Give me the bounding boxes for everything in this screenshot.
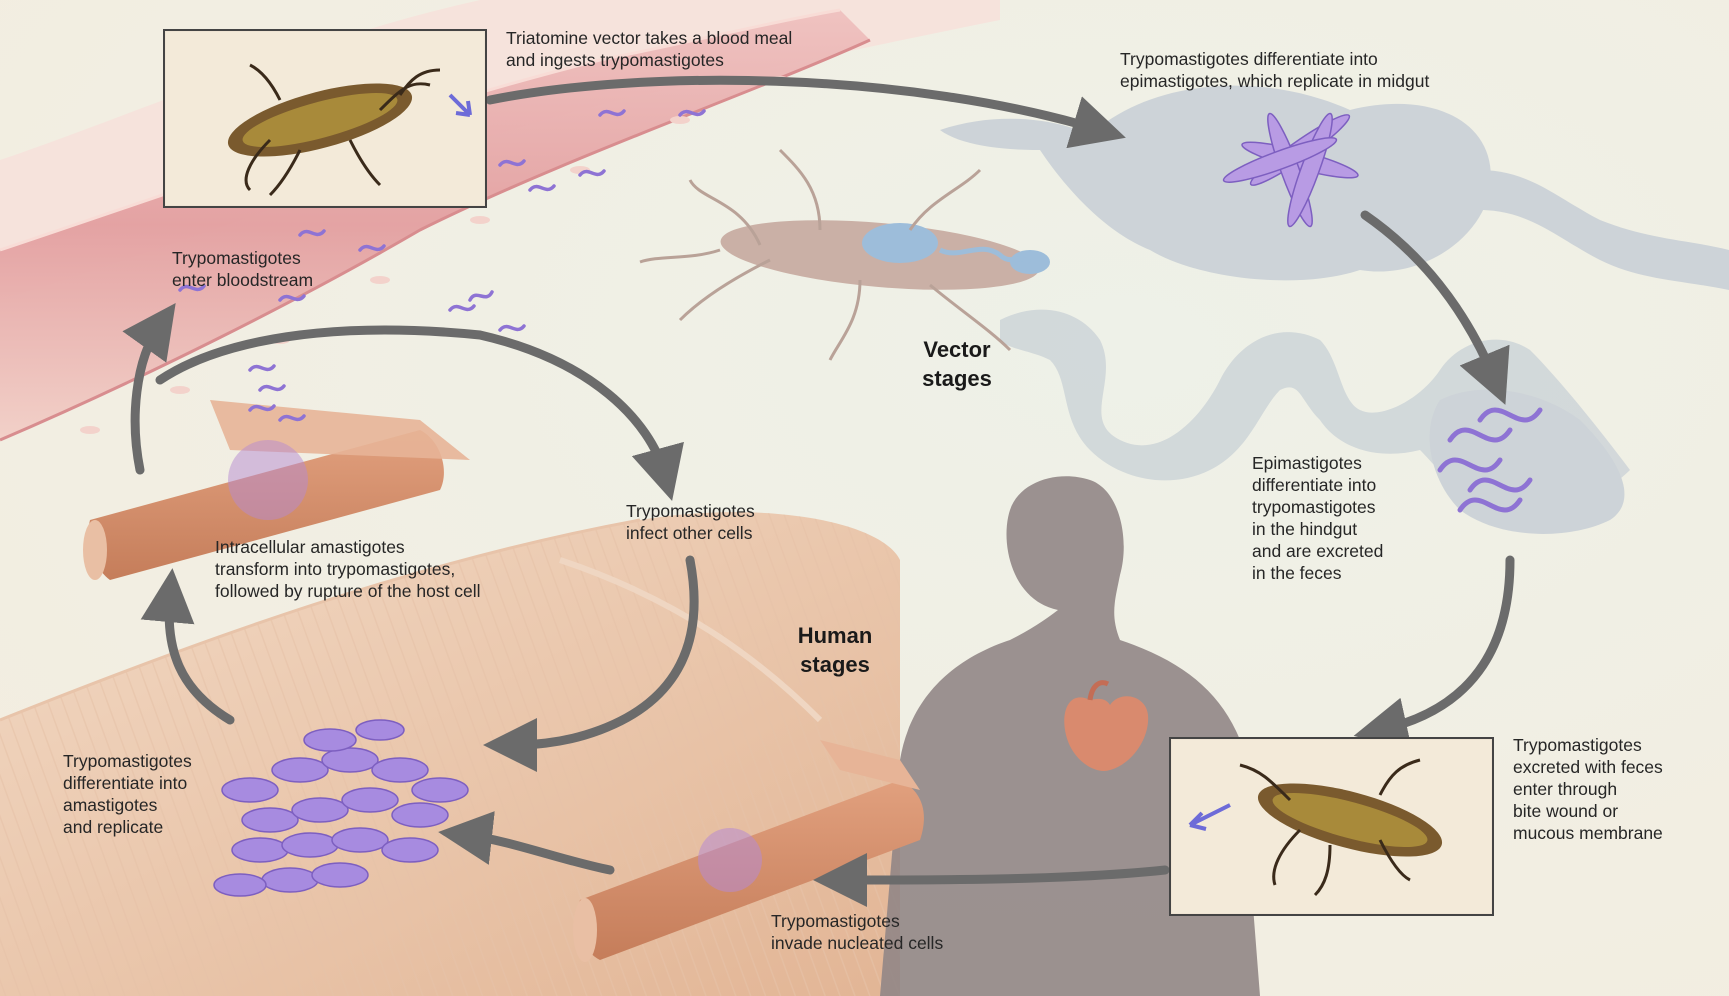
inset-photo-bite xyxy=(164,30,486,207)
label-line: epimastigotes, which replicate in midgut xyxy=(1120,70,1429,92)
step-label-bloodstream: Trypomastigotes enter bloodstream xyxy=(172,247,313,291)
label-line: enter bloodstream xyxy=(172,269,313,291)
label-line: Trypomastigotes xyxy=(771,910,943,932)
label-line: bite wound or xyxy=(1513,800,1663,822)
vector-stages-line: Vector xyxy=(892,335,1022,364)
label-line: Epimastigotes xyxy=(1252,452,1383,474)
human-stages-line: stages xyxy=(770,650,900,679)
label-line: Intracellular amastigotes xyxy=(215,536,481,558)
step-label-amastigotes: Trypomastigotes differentiate into amast… xyxy=(63,750,192,838)
label-line: Trypomastigotes differentiate into xyxy=(1120,48,1429,70)
label-line: Trypomastigotes xyxy=(63,750,192,772)
human-stages-title: Human stages xyxy=(770,621,900,679)
label-line: Trypomastigotes xyxy=(1513,734,1663,756)
label-line: differentiate into xyxy=(1252,474,1383,496)
label-line: infect other cells xyxy=(626,522,755,544)
label-line: mucous membrane xyxy=(1513,822,1663,844)
label-line: transform into trypomastigotes, xyxy=(215,558,481,580)
label-line: Trypomastigotes xyxy=(172,247,313,269)
label-line: in the feces xyxy=(1252,562,1383,584)
label-line: enter through xyxy=(1513,778,1663,800)
step-label-hindgut: Epimastigotes differentiate into trypoma… xyxy=(1252,452,1383,584)
inset-photo-feces xyxy=(1170,738,1493,915)
step-label-blood-meal: Triatomine vector takes a blood meal and… xyxy=(506,27,792,71)
step-label-midgut: Trypomastigotes differentiate into epima… xyxy=(1120,48,1429,92)
label-line: excreted with feces xyxy=(1513,756,1663,778)
label-line: Trypomastigotes xyxy=(626,500,755,522)
label-line: and replicate xyxy=(63,816,192,838)
label-line: invade nucleated cells xyxy=(771,932,943,954)
label-line: Triatomine vector takes a blood meal xyxy=(506,27,792,49)
step-label-feces-entry: Trypomastigotes excreted with feces ente… xyxy=(1513,734,1663,844)
human-stages-line: Human xyxy=(770,621,900,650)
label-line: differentiate into xyxy=(63,772,192,794)
vector-stages-title: Vector stages xyxy=(892,335,1022,393)
label-line: and are excreted xyxy=(1252,540,1383,562)
label-line: trypomastigotes xyxy=(1252,496,1383,518)
vector-stages-line: stages xyxy=(892,364,1022,393)
label-line: and ingests trypomastigotes xyxy=(506,49,792,71)
label-line: amastigotes xyxy=(63,794,192,816)
step-label-infect-others: Trypomastigotes infect other cells xyxy=(626,500,755,544)
step-label-rupture: Intracellular amastigotes transform into… xyxy=(215,536,481,602)
label-line: followed by rupture of the host cell xyxy=(215,580,481,602)
label-line: in the hindgut xyxy=(1252,518,1383,540)
step-label-invade: Trypomastigotes invade nucleated cells xyxy=(771,910,943,954)
